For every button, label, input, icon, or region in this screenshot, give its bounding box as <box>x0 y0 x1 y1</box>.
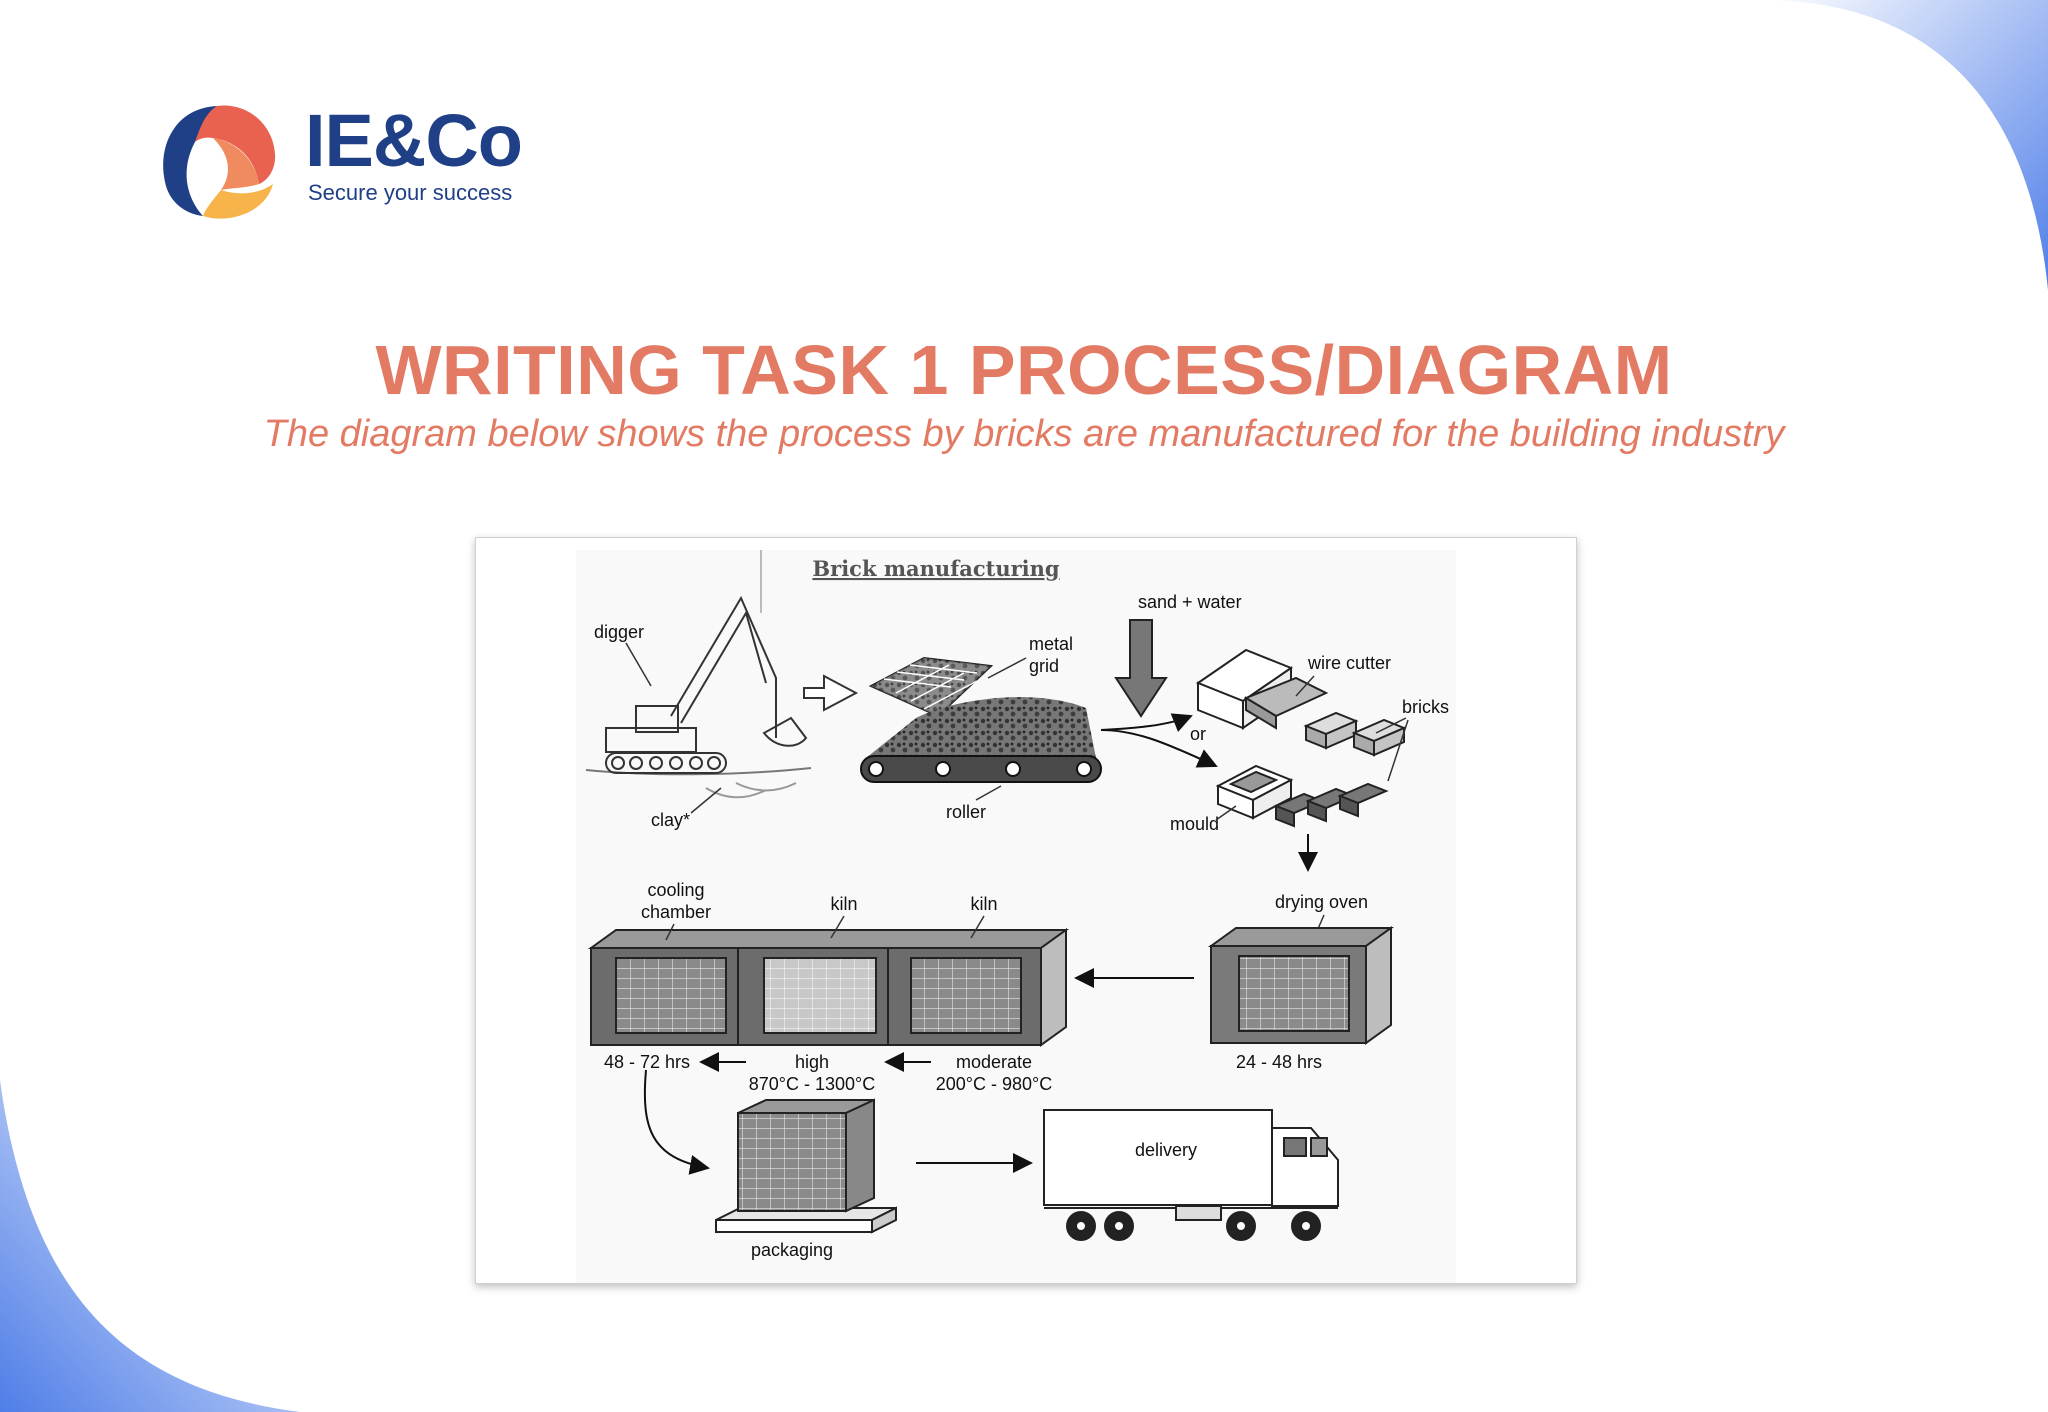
kiln-block-icon <box>587 928 1070 1047</box>
brick-process-diagram: Brick manufacturing digger clay* <box>576 550 1456 1283</box>
page-subtitle: The diagram below shows the process by b… <box>263 413 1785 455</box>
label-high-temp: 870°C - 1300°C <box>749 1074 875 1094</box>
drying-oven-icon <box>1207 926 1395 1045</box>
label-clay: clay* <box>651 810 690 830</box>
label-moderate-temp: 200°C - 980°C <box>936 1074 1052 1094</box>
label-delivery: delivery <box>1135 1140 1197 1160</box>
label-kiln-high: kiln <box>830 894 857 914</box>
label-high: high <box>795 1052 829 1072</box>
label-chamber: chamber <box>641 902 711 922</box>
hollow-arrow-icon <box>803 674 859 712</box>
label-digger: digger <box>594 622 644 642</box>
wave-top-right <box>1760 0 2048 290</box>
mould-icon <box>1215 764 1389 828</box>
label-wire-cutter: wire cutter <box>1307 653 1391 673</box>
label-cooling-time: 48 - 72 hrs <box>604 1052 690 1072</box>
label-sand-water: sand + water <box>1138 592 1242 612</box>
logo-tagline: Secure your success <box>308 180 513 205</box>
page-title: WRITING TASK 1 PROCESS/DIAGRAM <box>375 331 1673 409</box>
label-cooling: cooling <box>647 880 704 900</box>
diagram-title: Brick manufacturing <box>812 556 1060 581</box>
label-or: or <box>1190 724 1206 744</box>
delivery-truck-icon <box>1043 1109 1339 1241</box>
label-metal: metal <box>1029 634 1073 654</box>
packaging-icon <box>715 1098 897 1234</box>
label-kiln-moderate: kiln <box>970 894 997 914</box>
label-roller: roller <box>946 802 986 822</box>
conveyor-roller-icon <box>860 697 1102 783</box>
logo-name: IE&Co <box>305 99 523 182</box>
label-mould: mould <box>1170 814 1219 834</box>
label-drying-time: 24 - 48 hrs <box>1236 1052 1322 1072</box>
metal-grid-icon <box>868 656 994 718</box>
label-bricks: bricks <box>1402 697 1449 717</box>
brand-logo: IE&Co Secure your success <box>155 98 575 223</box>
digger-icon <box>585 550 812 799</box>
sand-water-arrow-icon <box>1114 619 1168 718</box>
label-grid: grid <box>1029 656 1059 676</box>
logo-mark-icon <box>163 105 276 219</box>
diagram-card: Brick manufacturing digger clay* <box>475 537 1577 1284</box>
label-drying-oven: drying oven <box>1275 892 1368 912</box>
label-moderate: moderate <box>956 1052 1032 1072</box>
label-packaging: packaging <box>751 1240 833 1260</box>
wire-cutter-icon <box>1195 648 1329 730</box>
wave-bottom-left <box>0 1080 300 1412</box>
